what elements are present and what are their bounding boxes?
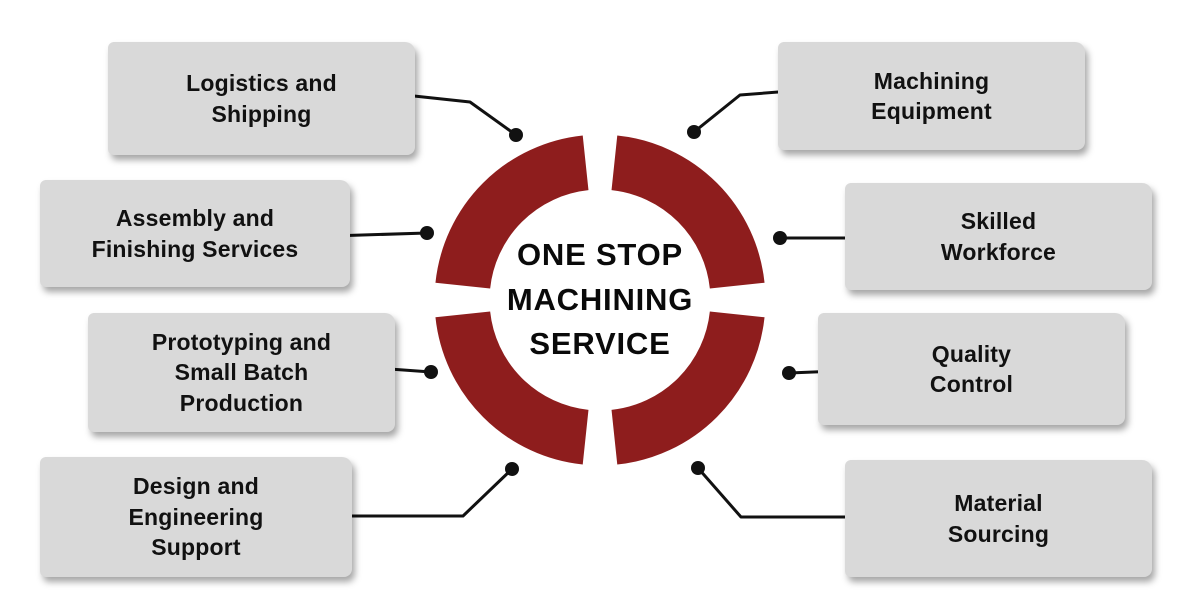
ring-quadrant-bottom-left <box>435 310 590 465</box>
ring-quadrant-top-left <box>435 135 590 290</box>
box-label-machining-equipment: Machining Equipment <box>871 67 992 124</box>
box-label-assembly-finishing-services: Assembly and Finishing Services <box>91 205 299 262</box>
box-logistics-shipping: Logistics and Shipping <box>108 42 415 155</box>
box-label-logistics-shipping: Logistics and Shipping <box>186 70 337 127</box>
ring-quadrant-top-right <box>610 135 765 290</box>
box-assembly-finishing-services: Assembly and Finishing Services <box>40 180 350 287</box>
box-machining-equipment: Machining Equipment <box>778 42 1085 150</box>
box-skilled-workforce: Skilled Workforce <box>845 183 1152 290</box>
ring-quadrant-bottom-right <box>610 310 765 465</box>
center-title: ONE STOP MACHINING SERVICE <box>506 236 694 362</box>
box-material-sourcing: Material Sourcing <box>845 460 1152 577</box>
box-label-skilled-workforce: Skilled Workforce <box>940 208 1057 265</box>
box-design-engineering-support: Design and Engineering Support <box>40 457 352 577</box>
box-quality-control: Quality Control <box>818 313 1125 425</box>
box-prototyping-small-batch: Prototyping and Small Batch Production <box>88 313 395 432</box>
box-label-quality-control: Quality Control <box>929 340 1014 397</box>
box-label-design-engineering-support: Design and Engineering Support <box>128 473 264 561</box>
box-label-prototyping-small-batch: Prototyping and Small Batch Production <box>151 328 332 416</box>
machining-ring <box>435 135 765 465</box>
box-label-material-sourcing: Material Sourcing <box>947 490 1050 547</box>
